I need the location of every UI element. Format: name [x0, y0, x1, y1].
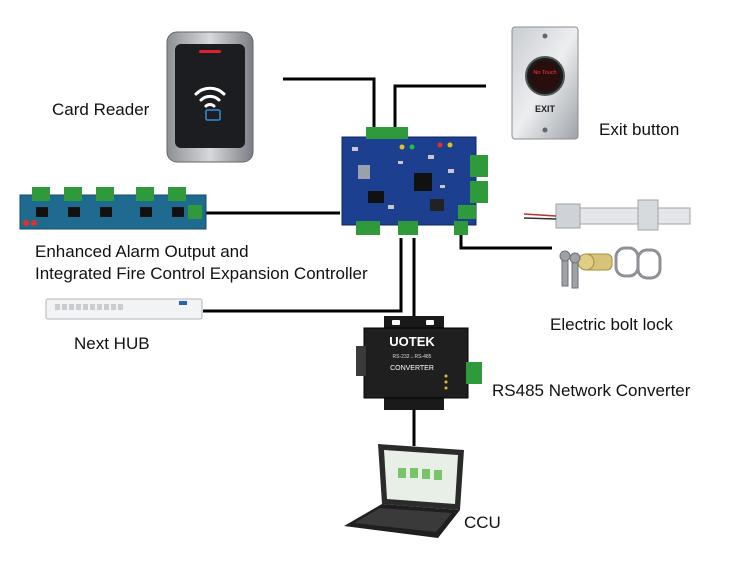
access-controller-board	[341, 127, 488, 235]
network-hub-device	[45, 298, 203, 320]
alarm-label-line1: Enhanced Alarm Output and	[35, 242, 249, 261]
alarm-label-line2: Integrated Fire Control Expansion Contro…	[35, 264, 368, 283]
ccu-laptop-device	[344, 444, 464, 538]
card-reader-label: Card Reader	[52, 100, 150, 119]
rs485-converter-device: UOTEK RS-232↔RS-485 CONVERTER	[356, 316, 482, 410]
model-text: RS-232↔RS-485	[393, 354, 432, 360]
wire-exit-button	[393, 84, 486, 128]
electric-bolt-lock-label: Electric bolt lock	[550, 315, 673, 334]
wire-bolt-lock	[459, 232, 552, 250]
converter-text: CONVERTER	[390, 365, 434, 372]
electric-bolt-lock-device	[523, 199, 691, 289]
brand-text: UOTEK	[389, 334, 435, 349]
alarm-expansion-board	[19, 187, 207, 230]
card-reader-device	[166, 31, 254, 163]
wire-card-reader	[283, 77, 376, 128]
no-touch-text: No Touch	[533, 70, 556, 76]
ccu-label: CCU	[464, 513, 501, 532]
next-hub-label: Next HUB	[74, 334, 150, 353]
exit-button-label: Exit button	[599, 120, 680, 139]
exit-text: EXIT	[535, 104, 556, 114]
wire-hub	[203, 238, 403, 313]
rs485-converter-label: RS485 Network Converter	[492, 381, 691, 400]
exit-button-device: No Touch EXIT	[511, 26, 579, 140]
